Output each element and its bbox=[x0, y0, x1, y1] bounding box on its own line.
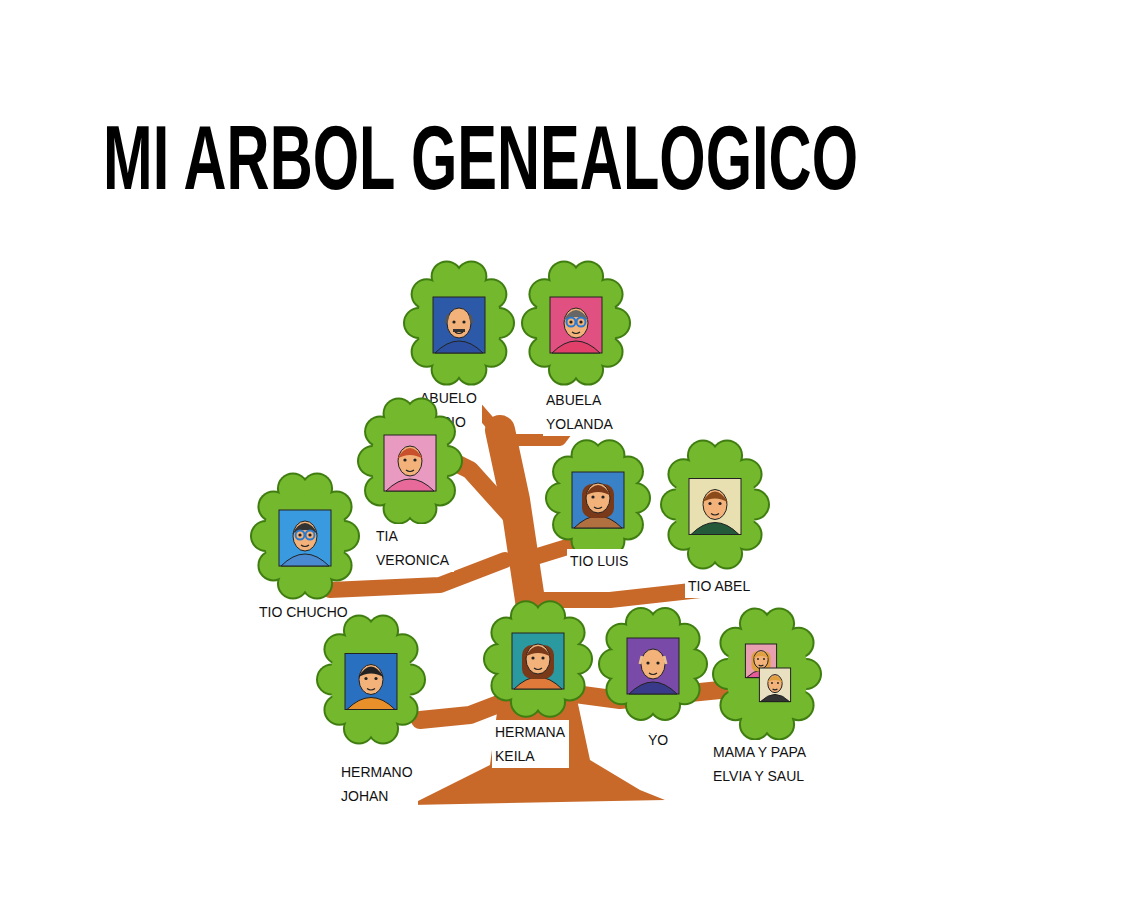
leaf-portrait bbox=[521, 258, 631, 388]
family-leaf: HERMANA KEILA bbox=[483, 598, 593, 720]
leaf-portrait bbox=[316, 612, 426, 747]
leaf-portrait bbox=[660, 437, 770, 572]
family-leaf: TIO CHUCHO bbox=[250, 470, 360, 602]
family-leaf: ABUELA YOLANDA bbox=[521, 258, 631, 388]
leaf-portrait bbox=[403, 258, 515, 388]
leaf-portrait bbox=[250, 470, 360, 602]
person-label: YO bbox=[645, 728, 673, 752]
family-leaf: MAMA Y PAPA ELVIA Y SAUL bbox=[712, 605, 822, 743]
person-label: HERMANO JOHAN bbox=[338, 760, 418, 808]
person-label: TIO CHUCHO bbox=[256, 600, 353, 624]
person-label: TIO ABEL bbox=[685, 574, 755, 598]
page-title: MI ARBOL GENEALOGICO bbox=[103, 112, 858, 202]
leaf-portrait bbox=[712, 605, 822, 743]
leaf-portrait bbox=[357, 395, 463, 527]
leaf-portrait bbox=[598, 605, 708, 723]
person-label: MAMA Y PAPA ELVIA Y SAUL bbox=[710, 740, 818, 788]
family-leaf: TIO ABEL bbox=[660, 437, 770, 572]
family-leaf: ABUELO MARIO bbox=[403, 258, 515, 388]
family-leaf: YO bbox=[598, 605, 708, 723]
person-label: HERMANA KEILA bbox=[492, 720, 569, 768]
person-label: TIA VERONICA bbox=[373, 524, 454, 572]
person-label: TIO LUIS bbox=[567, 549, 633, 573]
person-label: ABUELA YOLANDA bbox=[543, 388, 618, 436]
family-leaf: TIO LUIS bbox=[545, 437, 651, 559]
family-leaf: HERMANO JOHAN bbox=[316, 612, 426, 747]
leaf-portrait bbox=[483, 598, 593, 720]
leaf-portrait bbox=[545, 437, 651, 559]
family-leaf: TIA VERONICA bbox=[357, 395, 463, 527]
